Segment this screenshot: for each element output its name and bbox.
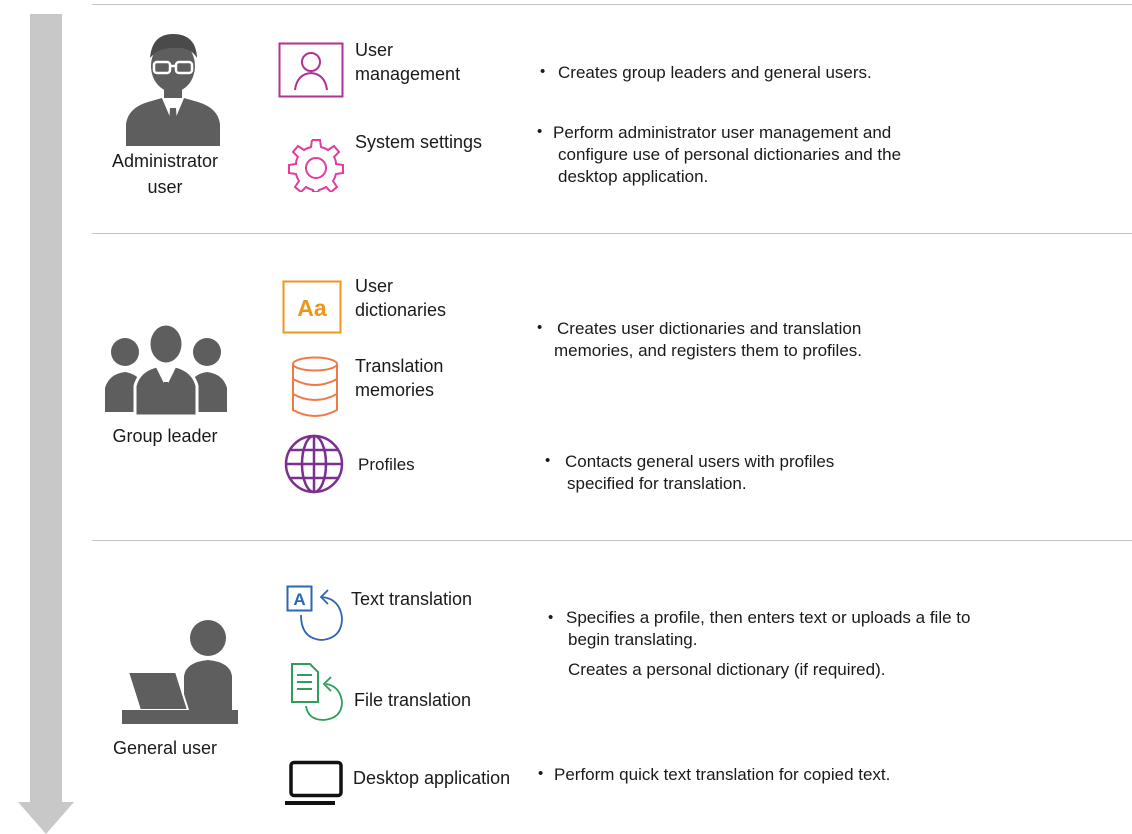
admin-role-label-line2: user — [147, 177, 183, 197]
globe-icon — [283, 433, 345, 495]
laptop-icon — [283, 760, 345, 806]
system-settings-description: Perform administrator user management an… — [553, 122, 901, 188]
profiles-description-line1: Contacts general users with profiles — [565, 452, 835, 471]
profiles-label: Profiles — [358, 455, 415, 474]
general-role-label: General user — [112, 738, 218, 758]
section-divider-2 — [92, 540, 1132, 541]
user-management-label: User management — [355, 38, 460, 86]
bullet: • — [545, 452, 551, 469]
database-icon — [291, 356, 339, 418]
admin-role-label-line1: Administrator — [111, 151, 219, 171]
section-divider-1 — [92, 233, 1132, 234]
desktop-description: Perform quick text translation for copie… — [554, 765, 891, 784]
profiles-description-line2: specified for translation. — [567, 474, 747, 493]
translation-description-line1: Specifies a profile, then enters text or… — [566, 608, 971, 627]
admin-role-label: Administrator user — [90, 148, 240, 200]
flow-down-arrow — [18, 14, 74, 834]
system-settings-description-line1: Perform administrator user management an… — [553, 123, 892, 142]
dictionaries-memories-description: Creates user dictionaries and translatio… — [554, 318, 863, 362]
translation-description: Specifies a profile, then enters text or… — [566, 607, 970, 681]
dictionaries-memories-description-line1: Creates user dictionaries and translatio… — [557, 319, 862, 338]
user-management-label-line2: management — [355, 64, 461, 84]
user-dictionaries-label: User dictionaries — [355, 274, 446, 322]
group-users-icon — [105, 322, 227, 416]
user-management-description: Creates group leaders and general users. — [558, 63, 872, 82]
text-translation-label: Text translation — [351, 589, 473, 609]
file-translate-icon — [290, 662, 348, 722]
user-dictionaries-label-line1: User — [355, 276, 394, 296]
admin-user-icon — [120, 28, 226, 146]
gear-icon — [288, 136, 344, 192]
system-settings-description-line2: configure use of personal dictionaries a… — [558, 145, 902, 164]
profiles-description: Contacts general users with profiles spe… — [565, 451, 834, 495]
leader-role-label: Group leader — [112, 426, 218, 446]
top-divider — [92, 4, 1132, 5]
translation-memories-label-line2: memories — [355, 380, 435, 400]
user-outline-icon — [278, 42, 344, 98]
desktop-application-label: Desktop application — [353, 768, 511, 788]
bullet: • — [548, 609, 554, 626]
translation-description-line2: begin translating. — [568, 630, 698, 649]
user-at-laptop-icon — [122, 620, 238, 724]
file-translation-label: File translation — [354, 690, 472, 710]
dictionary-aa-icon: Aa — [282, 280, 342, 334]
bullet: • — [537, 319, 543, 336]
system-settings-label: System settings — [355, 132, 483, 152]
bullet: • — [537, 123, 543, 140]
dictionaries-memories-description-line2: memories, and registers them to profiles… — [554, 341, 863, 360]
dictionary-glyph: Aa — [297, 295, 327, 321]
user-dictionaries-label-line2: dictionaries — [355, 300, 447, 320]
user-management-label-line1: User — [355, 40, 394, 60]
text-translate-glyph: A — [293, 590, 305, 609]
system-settings-description-line3: desktop application. — [558, 167, 709, 186]
bullet: • — [540, 63, 546, 80]
translation-memories-label-line1: Translation — [355, 356, 444, 376]
text-translate-icon: A — [286, 585, 348, 643]
bullet: • — [538, 765, 544, 782]
translation-description-line3: Creates a personal dictionary (if requir… — [568, 660, 886, 679]
translation-memories-label: Translation memories — [355, 354, 443, 402]
